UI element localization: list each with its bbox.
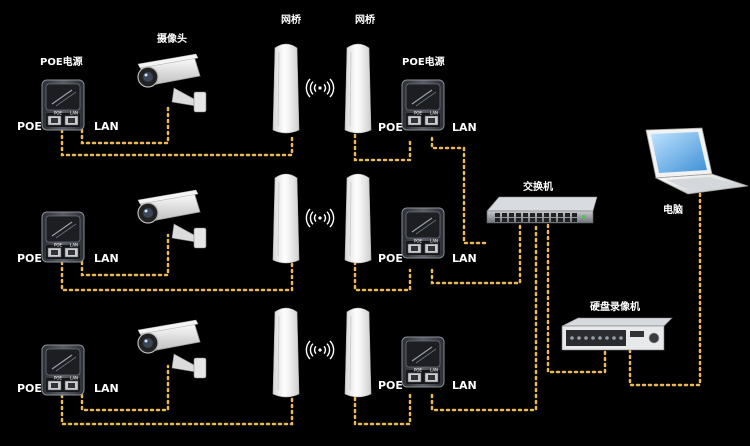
poe-power-label-right: POE电源 [402,57,445,68]
lan-port-label-2: LAN [94,252,119,265]
cable-5 [60,260,294,292]
injector-poe-mark: POE [54,243,63,248]
cable-4 [430,136,489,245]
ip-camera-icon [137,189,207,249]
cable-2 [80,102,170,145]
poe-injector-icon: POE LAN [401,336,445,388]
injector-poe-mark: POE [54,376,63,381]
ip-camera-icon [137,319,207,379]
cable-10 [80,364,170,412]
cable-7 [353,260,412,292]
wireless-bridge-icon [272,173,300,264]
injector-lan-mark: LAN [70,376,78,381]
lan-port-label-r3: LAN [452,379,477,392]
lan-port-label-1: LAN [94,120,119,133]
poe-injector-icon: POE LAN [41,79,85,131]
switch-label: 交换机 [523,182,553,193]
wifi-signal-icon [305,340,335,360]
injector-poe-mark: POE [414,368,423,373]
injector-lan-mark: LAN [70,243,78,248]
wireless-bridge-icon [344,43,372,134]
poe-port-label-2: POE [17,252,42,265]
poe-injector-icon: POE LAN [41,344,85,396]
cable-9 [60,393,294,426]
wireless-bridge-icon [344,173,372,264]
cable-14 [628,190,702,387]
lan-port-label-r2: LAN [452,252,477,265]
nvr-label: 硬盘录像机 [590,302,640,313]
cable-layer [60,102,702,426]
poe-port-label-1: POE [17,120,42,133]
cable-6 [80,233,170,277]
lan-port-label-3: LAN [94,382,119,395]
wifi-signal-icon [305,208,335,228]
poe-port-label-3: POE [17,382,42,395]
injector-poe-mark: POE [414,111,423,116]
camera-label: 摄像头 [157,34,187,45]
ip-camera-icon [137,53,207,113]
wireless-bridge-icon [272,307,300,398]
injector-lan-mark: LAN [430,111,438,116]
poe-injector-icon: POE LAN [401,207,445,259]
poe-port-label-r3: POE [378,379,403,392]
cable-13 [546,223,607,374]
nvr-icon [561,317,673,351]
device-layer: POE LAN POE LAN POE LAN POE LAN POE LAN POE LAN [41,43,749,398]
poe-port-label-r1: POE [378,121,403,134]
poe-injector-icon: POE LAN [401,79,445,131]
cable-8 [430,223,522,285]
wireless-bridge-icon [344,307,372,398]
computer-label: 电脑 [663,205,683,216]
cable-1 [60,128,294,157]
cable-12 [430,223,538,412]
injector-lan-mark: LAN [430,368,438,373]
laptop-icon [645,127,749,195]
injector-lan-mark: LAN [70,111,78,116]
wireless-bridge-icon [272,43,300,134]
bridge-label-left: 网桥 [281,15,301,26]
poe-port-label-r2: POE [378,252,403,265]
poe-power-label-1: POE电源 [40,57,83,68]
injector-poe-mark: POE [54,111,63,116]
injector-lan-mark: LAN [430,239,438,244]
wifi-signal-icon [305,78,335,98]
network-switch-icon [486,196,598,224]
cable-3 [353,133,412,162]
injector-poe-mark: POE [414,239,423,244]
bridge-label-right: 网桥 [355,15,375,26]
lan-port-label-r1: LAN [452,121,477,134]
poe-injector-icon: POE LAN [41,211,85,263]
cable-11 [353,393,412,426]
